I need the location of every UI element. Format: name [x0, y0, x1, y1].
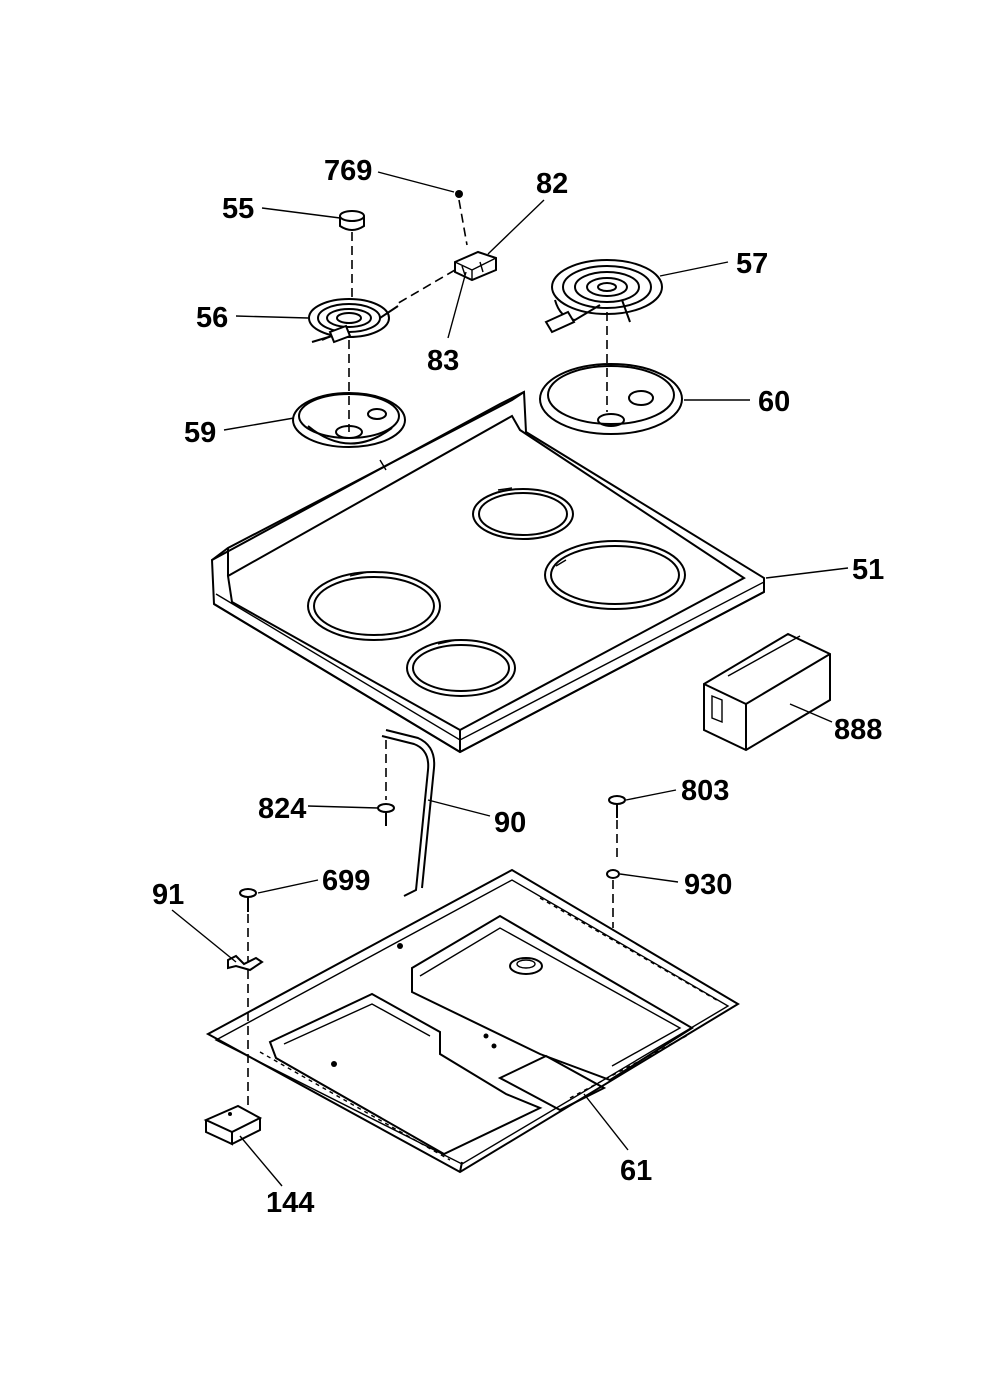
label-824: 824	[258, 793, 306, 825]
part-144-bracket-plate	[203, 1104, 263, 1146]
part-769-screw	[455, 190, 468, 246]
label-91: 91	[152, 879, 184, 911]
part-930-clip	[606, 869, 620, 928]
label-144: 144	[266, 1187, 314, 1219]
label-82: 82	[536, 168, 568, 200]
label-888: 888	[834, 714, 882, 746]
part-55-cap	[339, 210, 365, 300]
label-56: 56	[196, 302, 228, 334]
label-55: 55	[222, 193, 254, 225]
part-51-cooktop	[210, 390, 765, 754]
part-91-bracket	[227, 954, 264, 972]
part-61-bottom-panel	[205, 868, 740, 1174]
part-82-terminal-block	[394, 250, 497, 306]
part-90-wire	[381, 729, 436, 897]
label-803: 803	[681, 775, 729, 807]
part-888-box	[703, 632, 831, 752]
label-51: 51	[852, 554, 884, 586]
label-930: 930	[684, 869, 732, 901]
part-824-screw	[377, 740, 395, 826]
part-56-small-surface-element	[308, 298, 399, 344]
part-699-screw	[239, 888, 257, 1110]
part-59-small-drip-pan	[292, 340, 406, 448]
leader-lines	[171, 171, 849, 1187]
part-803-screw	[608, 795, 626, 862]
label-83: 83	[427, 345, 459, 377]
label-59: 59	[184, 417, 216, 449]
label-61: 61	[620, 1155, 652, 1187]
part-60-large-drip-pan	[539, 363, 683, 435]
label-60: 60	[758, 386, 790, 418]
label-90: 90	[494, 807, 526, 839]
label-699: 699	[322, 865, 370, 897]
label-769: 769	[324, 155, 372, 187]
label-57: 57	[736, 248, 768, 280]
part-57-large-surface-element	[544, 259, 663, 412]
